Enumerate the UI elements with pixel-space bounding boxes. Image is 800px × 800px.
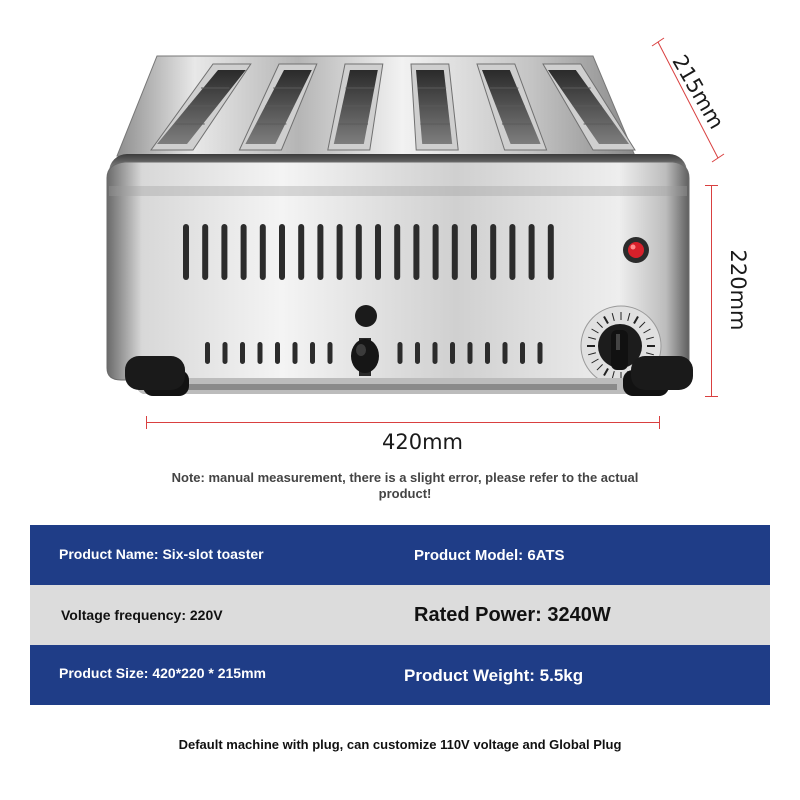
spec-product-model: Product Model: 6ATS xyxy=(414,546,565,564)
spec-voltage-frequency: Voltage frequency: 220V xyxy=(61,607,223,623)
toast-slot xyxy=(327,63,384,151)
depth-dimension-line xyxy=(651,37,725,163)
spec-product-name: Product Name: Six-slot toaster xyxy=(59,546,264,562)
toast-slot xyxy=(150,63,252,151)
spec-row-voltage-power: Voltage frequency: 220V Rated Power: 324… xyxy=(30,585,770,645)
toast-slot xyxy=(410,63,459,151)
spec-row-size-weight: Product Size: 420*220 * 215mm Product We… xyxy=(30,645,770,705)
toast-slot xyxy=(476,63,548,151)
vent-grille-lower xyxy=(205,342,543,364)
toast-slot xyxy=(542,63,636,151)
spec-rated-power: Rated Power: 3240W xyxy=(414,603,611,626)
height-dimension-line xyxy=(705,185,718,397)
toast-slots xyxy=(150,63,636,151)
width-dimension-line xyxy=(146,416,660,429)
spec-row-name-model: Product Name: Six-slot toaster Product M… xyxy=(30,525,770,585)
toast-slot xyxy=(238,63,318,151)
footer-note: Default machine with plug, can customize… xyxy=(178,737,622,752)
spec-product-weight: Product Weight: 5.5kg xyxy=(404,666,584,685)
spec-table: Product Name: Six-slot toaster Product M… xyxy=(30,525,770,705)
indicator-light xyxy=(623,237,649,263)
toaster-product-image xyxy=(106,55,693,396)
spec-product-size: Product Size: 420*220 * 215mm xyxy=(59,665,266,681)
toast-lever[interactable] xyxy=(351,305,379,376)
width-dimension-label: 420mm xyxy=(382,430,463,454)
height-dimension-label: 220mm xyxy=(726,249,750,331)
vent-grille-upper xyxy=(183,224,554,280)
measurement-note: Note: manual measurement, there is a sli… xyxy=(171,470,639,501)
